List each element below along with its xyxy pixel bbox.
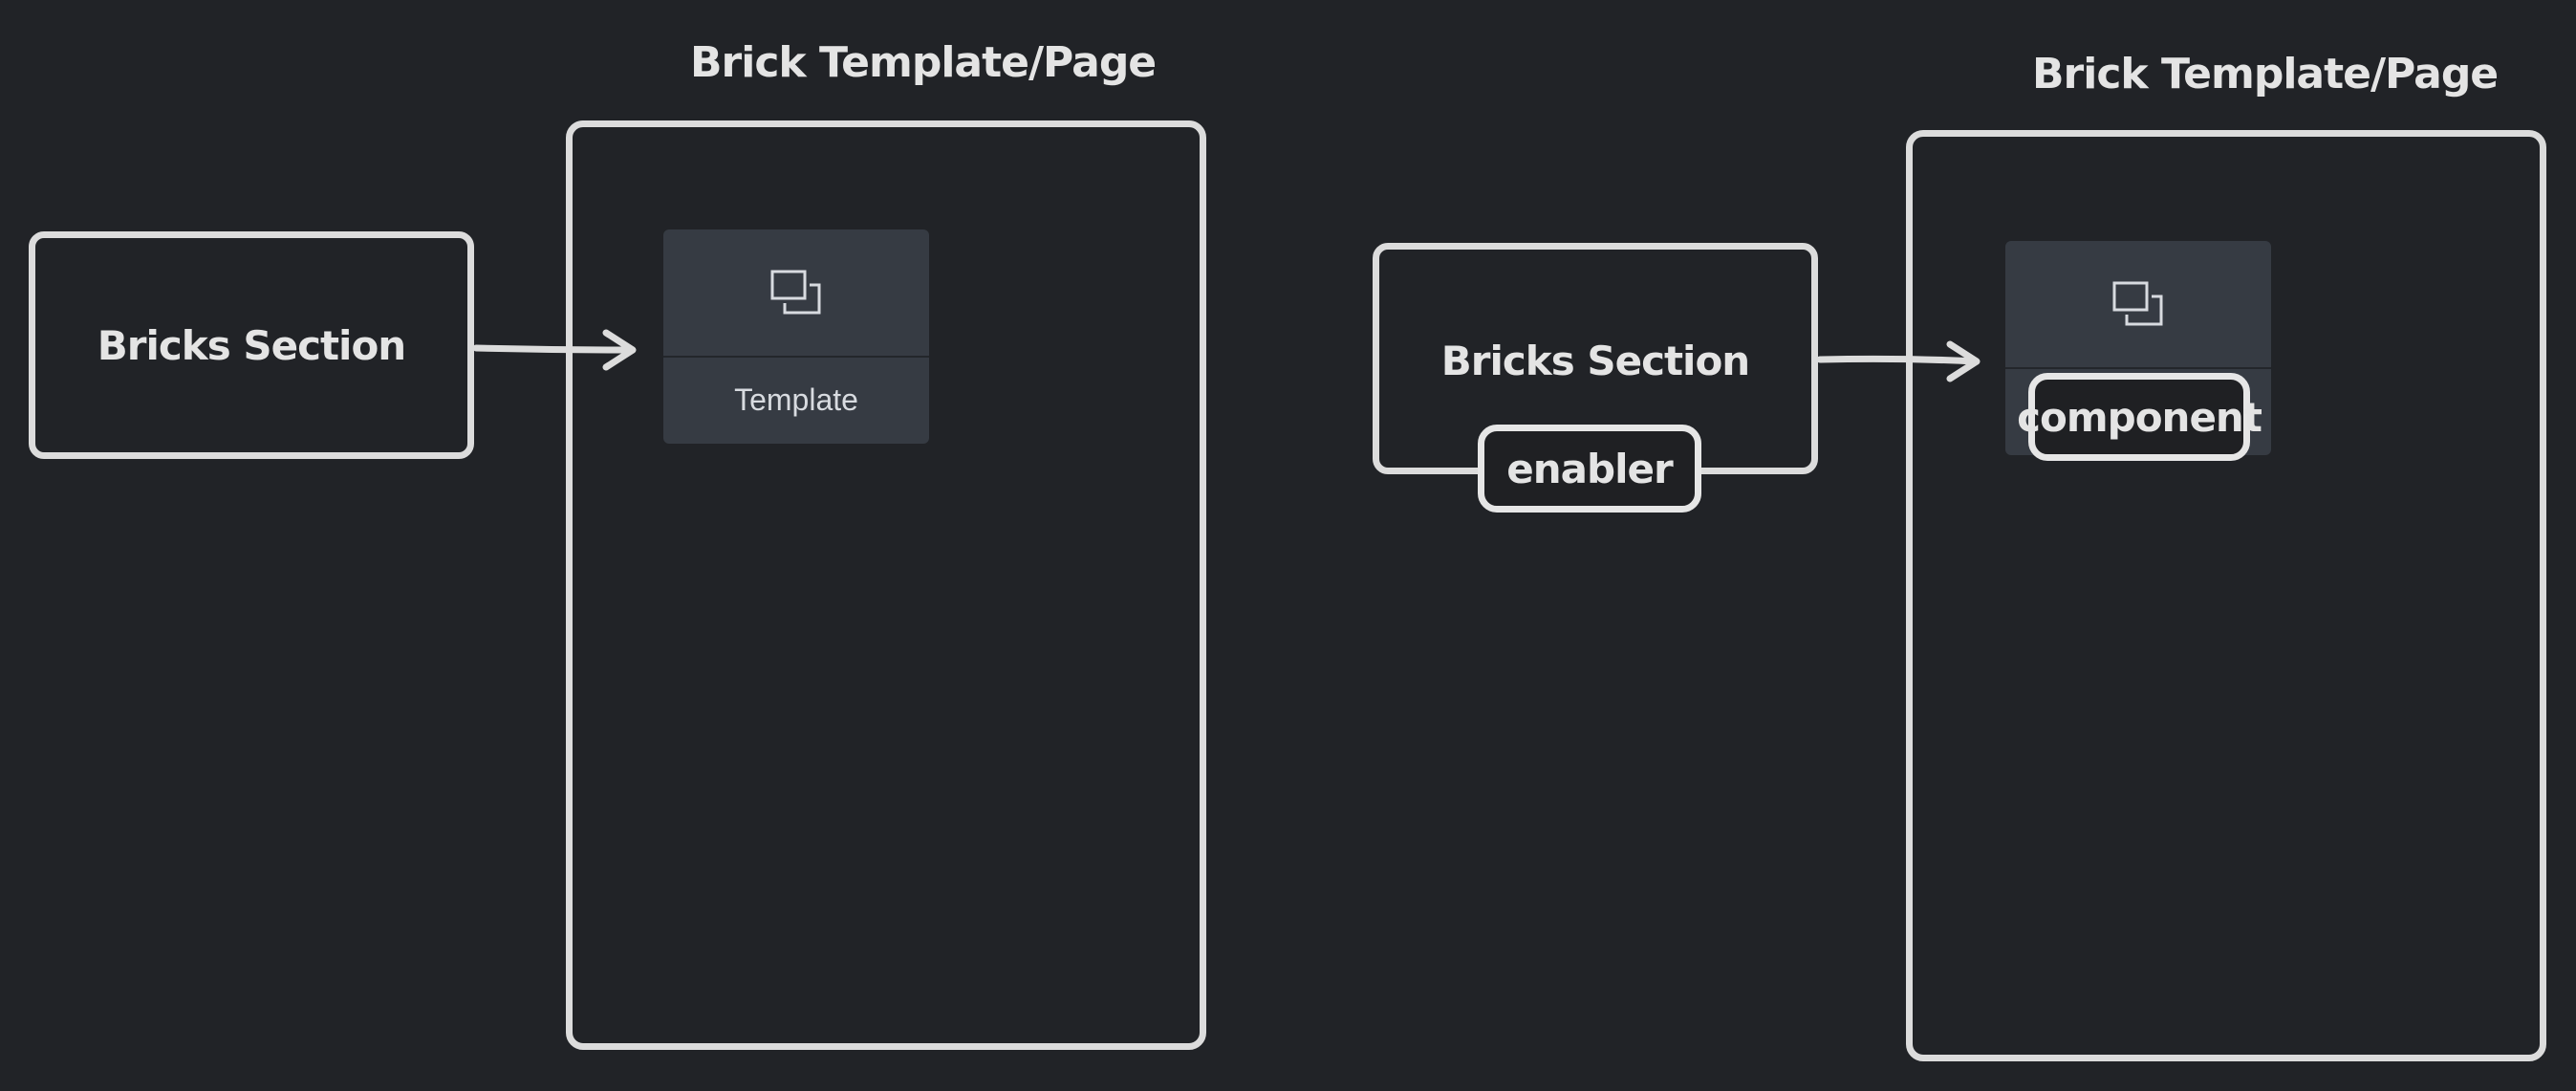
left-section-box: Bricks Section <box>29 231 474 459</box>
card-divider <box>2005 367 2271 369</box>
copy-icon <box>2005 241 2271 367</box>
component-badge: component <box>2017 373 2262 461</box>
left-template-card[interactable]: Template <box>663 229 929 444</box>
right-page-title: Brick Template/Page <box>2032 50 2499 98</box>
left-card-label: Template <box>734 382 858 417</box>
enabler-badge: enabler <box>1478 425 1701 513</box>
copy-icon <box>663 229 929 356</box>
card-divider <box>663 356 929 358</box>
left-page-title: Brick Template/Page <box>690 38 1157 87</box>
right-section-label: Bricks Section <box>1440 338 1750 384</box>
left-section-label: Bricks Section <box>97 322 406 369</box>
